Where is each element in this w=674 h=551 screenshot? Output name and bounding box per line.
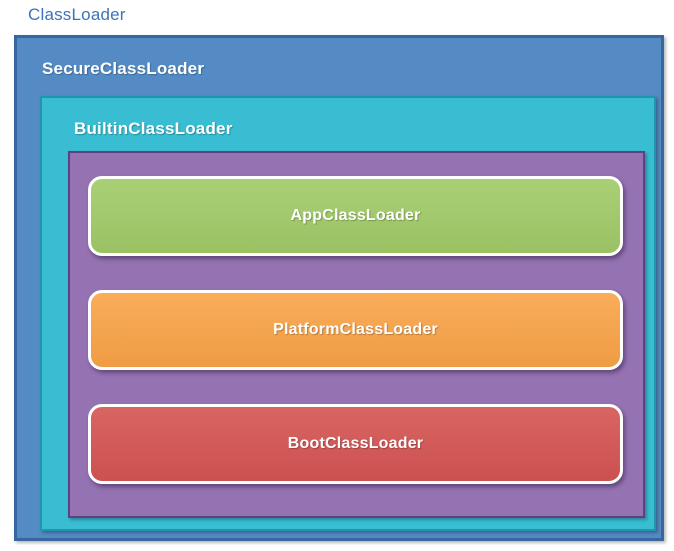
diagram-title: ClassLoader xyxy=(28,5,126,24)
platform-classloader-label: PlatformClassLoader xyxy=(273,321,438,338)
boot-classloader-label: BootClassLoader xyxy=(287,435,424,452)
app-classloader-label: AppClassLoader xyxy=(290,207,421,224)
builtin-classloader-box: BuiltinClassLoader AppClassLoader Platfo… xyxy=(40,96,656,531)
builtin-classloader-label: BuiltinClassLoader xyxy=(74,119,233,138)
secure-classloader-label: SecureClassLoader xyxy=(42,59,205,78)
loader-group-box: AppClassLoader PlatformClassLoader BootC… xyxy=(68,151,645,518)
app-classloader-box: AppClassLoader xyxy=(88,176,623,256)
boot-classloader-box: BootClassLoader xyxy=(88,404,623,484)
platform-classloader-box: PlatformClassLoader xyxy=(88,290,623,370)
secure-classloader-box: SecureClassLoader BuiltinClassLoader App… xyxy=(14,35,664,541)
